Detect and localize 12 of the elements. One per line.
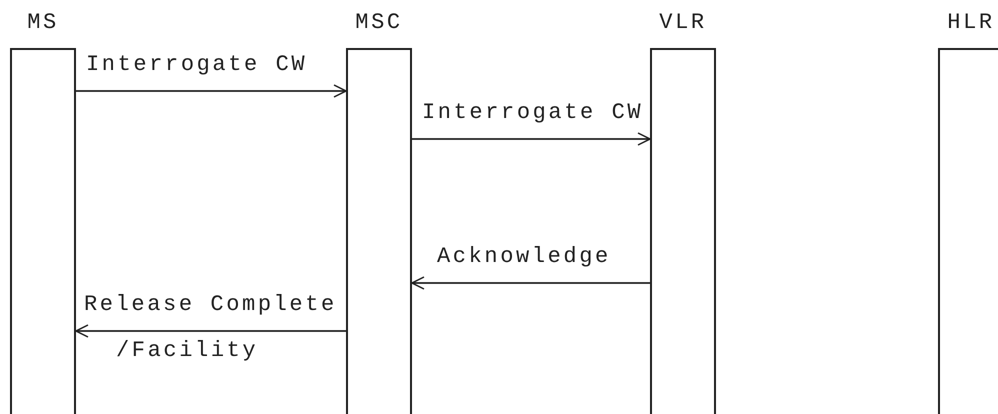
lifeline-label: HLR <box>946 10 996 36</box>
lifeline-label: MSC <box>354 10 404 36</box>
lifeline-label: MS <box>26 10 60 36</box>
message-label: Release Complete /Facility <box>84 291 338 365</box>
lifeline-label: VLR <box>658 10 708 36</box>
message-arrow <box>75 324 346 338</box>
message-label: Acknowledge <box>437 244 611 270</box>
message-arrow <box>412 132 651 146</box>
message-label: Interrogate CW <box>86 52 308 78</box>
message-label: Interrogate CW <box>422 100 644 126</box>
message-arrow <box>411 276 650 290</box>
message-arrow <box>76 84 347 98</box>
